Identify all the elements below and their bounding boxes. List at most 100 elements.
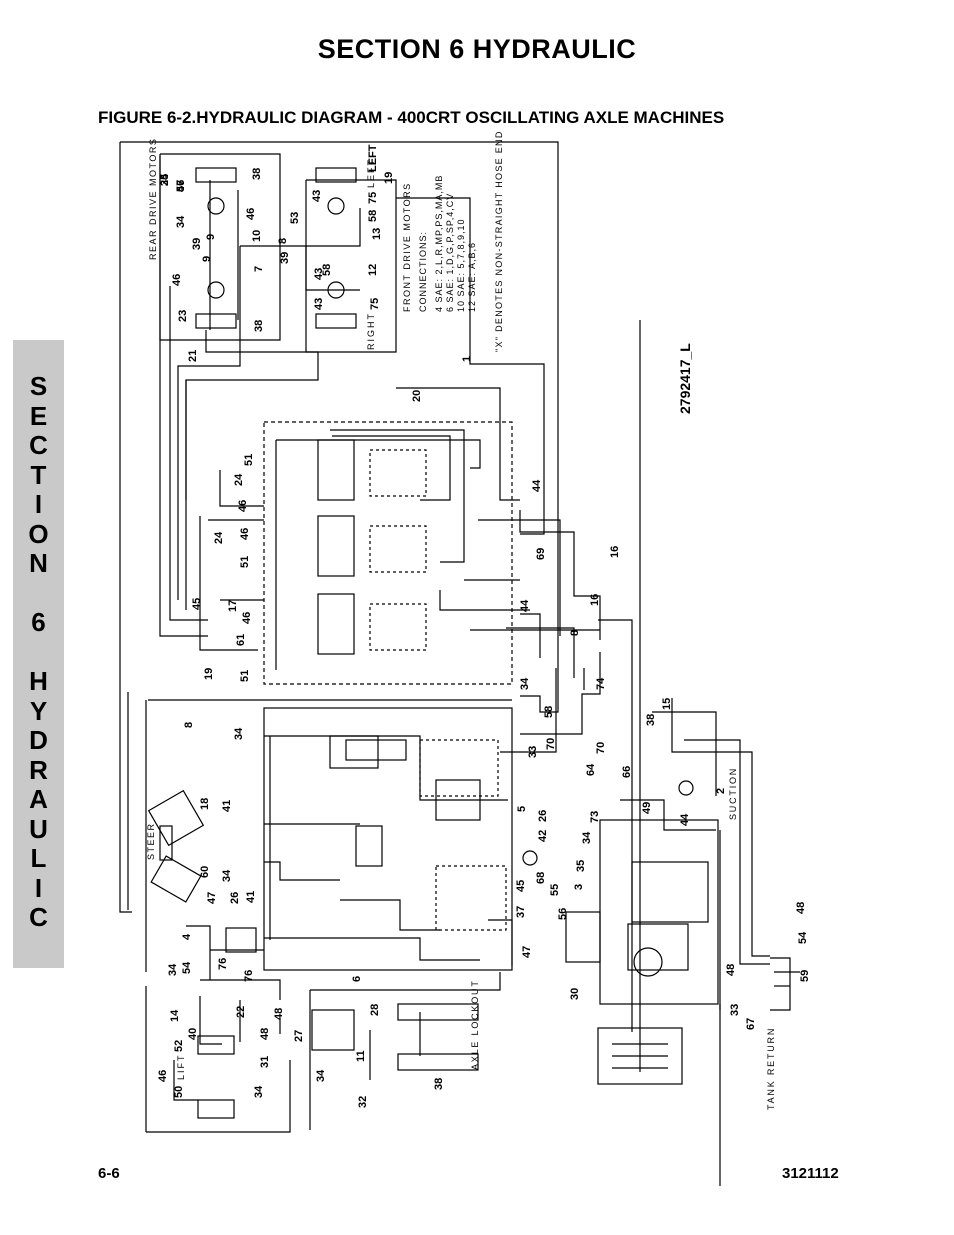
side-tab-letter: H [29, 666, 48, 696]
callout-number: 21 [187, 350, 199, 362]
lift-label: LIFT [176, 1053, 186, 1080]
callout-number: 54 [797, 931, 809, 944]
callout-number: 35 [575, 860, 587, 872]
callout-number: 75 [369, 298, 381, 310]
steer-label: STEER [146, 822, 156, 860]
callout-number: 16 [609, 546, 621, 558]
callout-number: 33 [729, 1004, 741, 1016]
callout-number: 38 [253, 320, 265, 332]
callout-number: 38 [251, 168, 263, 180]
callout-number: 24 [213, 531, 225, 544]
side-tab-letter: Y [29, 695, 48, 726]
callout-number: 66 [621, 766, 633, 778]
callout-number: 46 [245, 208, 257, 220]
callout-number: 34 [253, 1085, 265, 1098]
callout-number: 13 [371, 228, 383, 240]
side-tab-letter: D [29, 725, 48, 755]
callout-number: 12 [367, 264, 379, 276]
callout-number: 20 [411, 390, 423, 402]
callout-number: 43 [311, 190, 323, 202]
callout-number: 34 [519, 677, 531, 690]
side-tab-letter: A [29, 784, 48, 814]
callout-number: 51 [239, 670, 251, 682]
callout-number: 23 [177, 310, 189, 322]
callout-number: 51 [243, 454, 255, 466]
callout-number: 7 [253, 266, 265, 272]
callout-number: 43 [313, 268, 325, 280]
callout-number: 34 [581, 831, 593, 844]
callout-number: 33 [527, 746, 539, 758]
tank-return-label: TANK RETURN [766, 1027, 776, 1110]
callout-number: 58 [321, 264, 333, 276]
callout-number: 50 [173, 1086, 185, 1098]
drawing-number: 2792417_L [677, 343, 693, 414]
callout-number: 44 [679, 813, 691, 826]
side-tab-letter: E [29, 400, 48, 431]
rear-drive-motors-label: REAR DRIVE MOTORS [148, 138, 158, 260]
callout-number: 60 [199, 866, 211, 878]
callout-number: 70 [545, 738, 557, 750]
callout-number: 28 [369, 1004, 381, 1016]
side-tab-letter: T [30, 459, 47, 490]
side-tab-letter: I [34, 489, 43, 519]
connections-line-4: 12 SAE: A,B,6 [467, 242, 477, 312]
connections-line-1: 4 SAE: 2,L,R,MP,PS,MA,MB [434, 175, 444, 312]
callout-number: 22 [235, 1006, 247, 1018]
callout-number: 48 [273, 1008, 285, 1020]
callout-number: 17 [227, 600, 239, 612]
callout-number: 42 [537, 830, 549, 842]
callout-number: 44 [531, 479, 543, 492]
front-drive-motors-label: FRONT DRIVE MOTORS [402, 182, 412, 312]
callout-number: 24 [233, 473, 245, 486]
callout-number: 8 [569, 630, 581, 636]
callout-number: LEFT [367, 144, 379, 172]
connections-line-2: 6 SAE: 1,D,G,P,SP,4,CV [445, 193, 455, 312]
callout-number: 34 [315, 1069, 327, 1082]
callout-number: 5 [516, 806, 528, 812]
section-title: SECTION 6 HYDRAULIC [317, 34, 637, 64]
callout-number: 38 [433, 1078, 445, 1090]
callout-number: 16 [589, 594, 601, 606]
callout-number: 61 [235, 634, 247, 646]
connections-label: CONNECTIONS: [418, 231, 428, 312]
callout-number: 68 [535, 872, 547, 884]
callout-number: 46 [239, 528, 251, 540]
callout-number: 19 [383, 172, 395, 184]
callout-number: 45 [191, 598, 203, 610]
callout-number: 55 [549, 884, 561, 896]
callout-number: 9 [205, 234, 217, 240]
callout-number: 58 [543, 706, 555, 718]
callout-number: 4 [181, 933, 193, 940]
callout-number: 43 [313, 298, 325, 310]
side-tab-letter: I [34, 872, 43, 903]
callout-number: 10 [251, 230, 263, 242]
callout-number: 76 [243, 970, 255, 982]
callout-number: 69 [535, 548, 547, 560]
callout-number: 41 [245, 891, 257, 903]
side-tab-letter: C [29, 430, 48, 460]
callout-number: 1 [461, 356, 473, 362]
callout-number: 39 [191, 238, 203, 250]
side-tab-letter: L [30, 843, 47, 873]
callout-number: 48 [259, 1028, 271, 1040]
side-tab-letter: N [29, 548, 48, 578]
callout-number: 34 [221, 869, 233, 882]
callout-number: 25 [159, 174, 171, 186]
side-tab-letter: R [29, 754, 48, 785]
callout-number: 34 [233, 727, 245, 740]
callout-number: 34 [175, 215, 187, 228]
callout-number: 18 [199, 798, 211, 810]
side-tab-letter: S [29, 371, 48, 401]
callout-number: 46 [241, 612, 253, 624]
callout-number: 49 [641, 802, 653, 814]
callout-number: 37 [515, 906, 527, 918]
callout-number: 31 [259, 1056, 271, 1068]
callout-number: 48 [795, 902, 807, 914]
callout-number: 14 [169, 1009, 181, 1022]
callout-number: 32 [357, 1096, 369, 1108]
callout-number: 74 [595, 677, 607, 690]
side-tab-letter: C [29, 902, 48, 932]
connections-line-3: 10 SAE: 5,7,8,9,10 [456, 218, 466, 312]
